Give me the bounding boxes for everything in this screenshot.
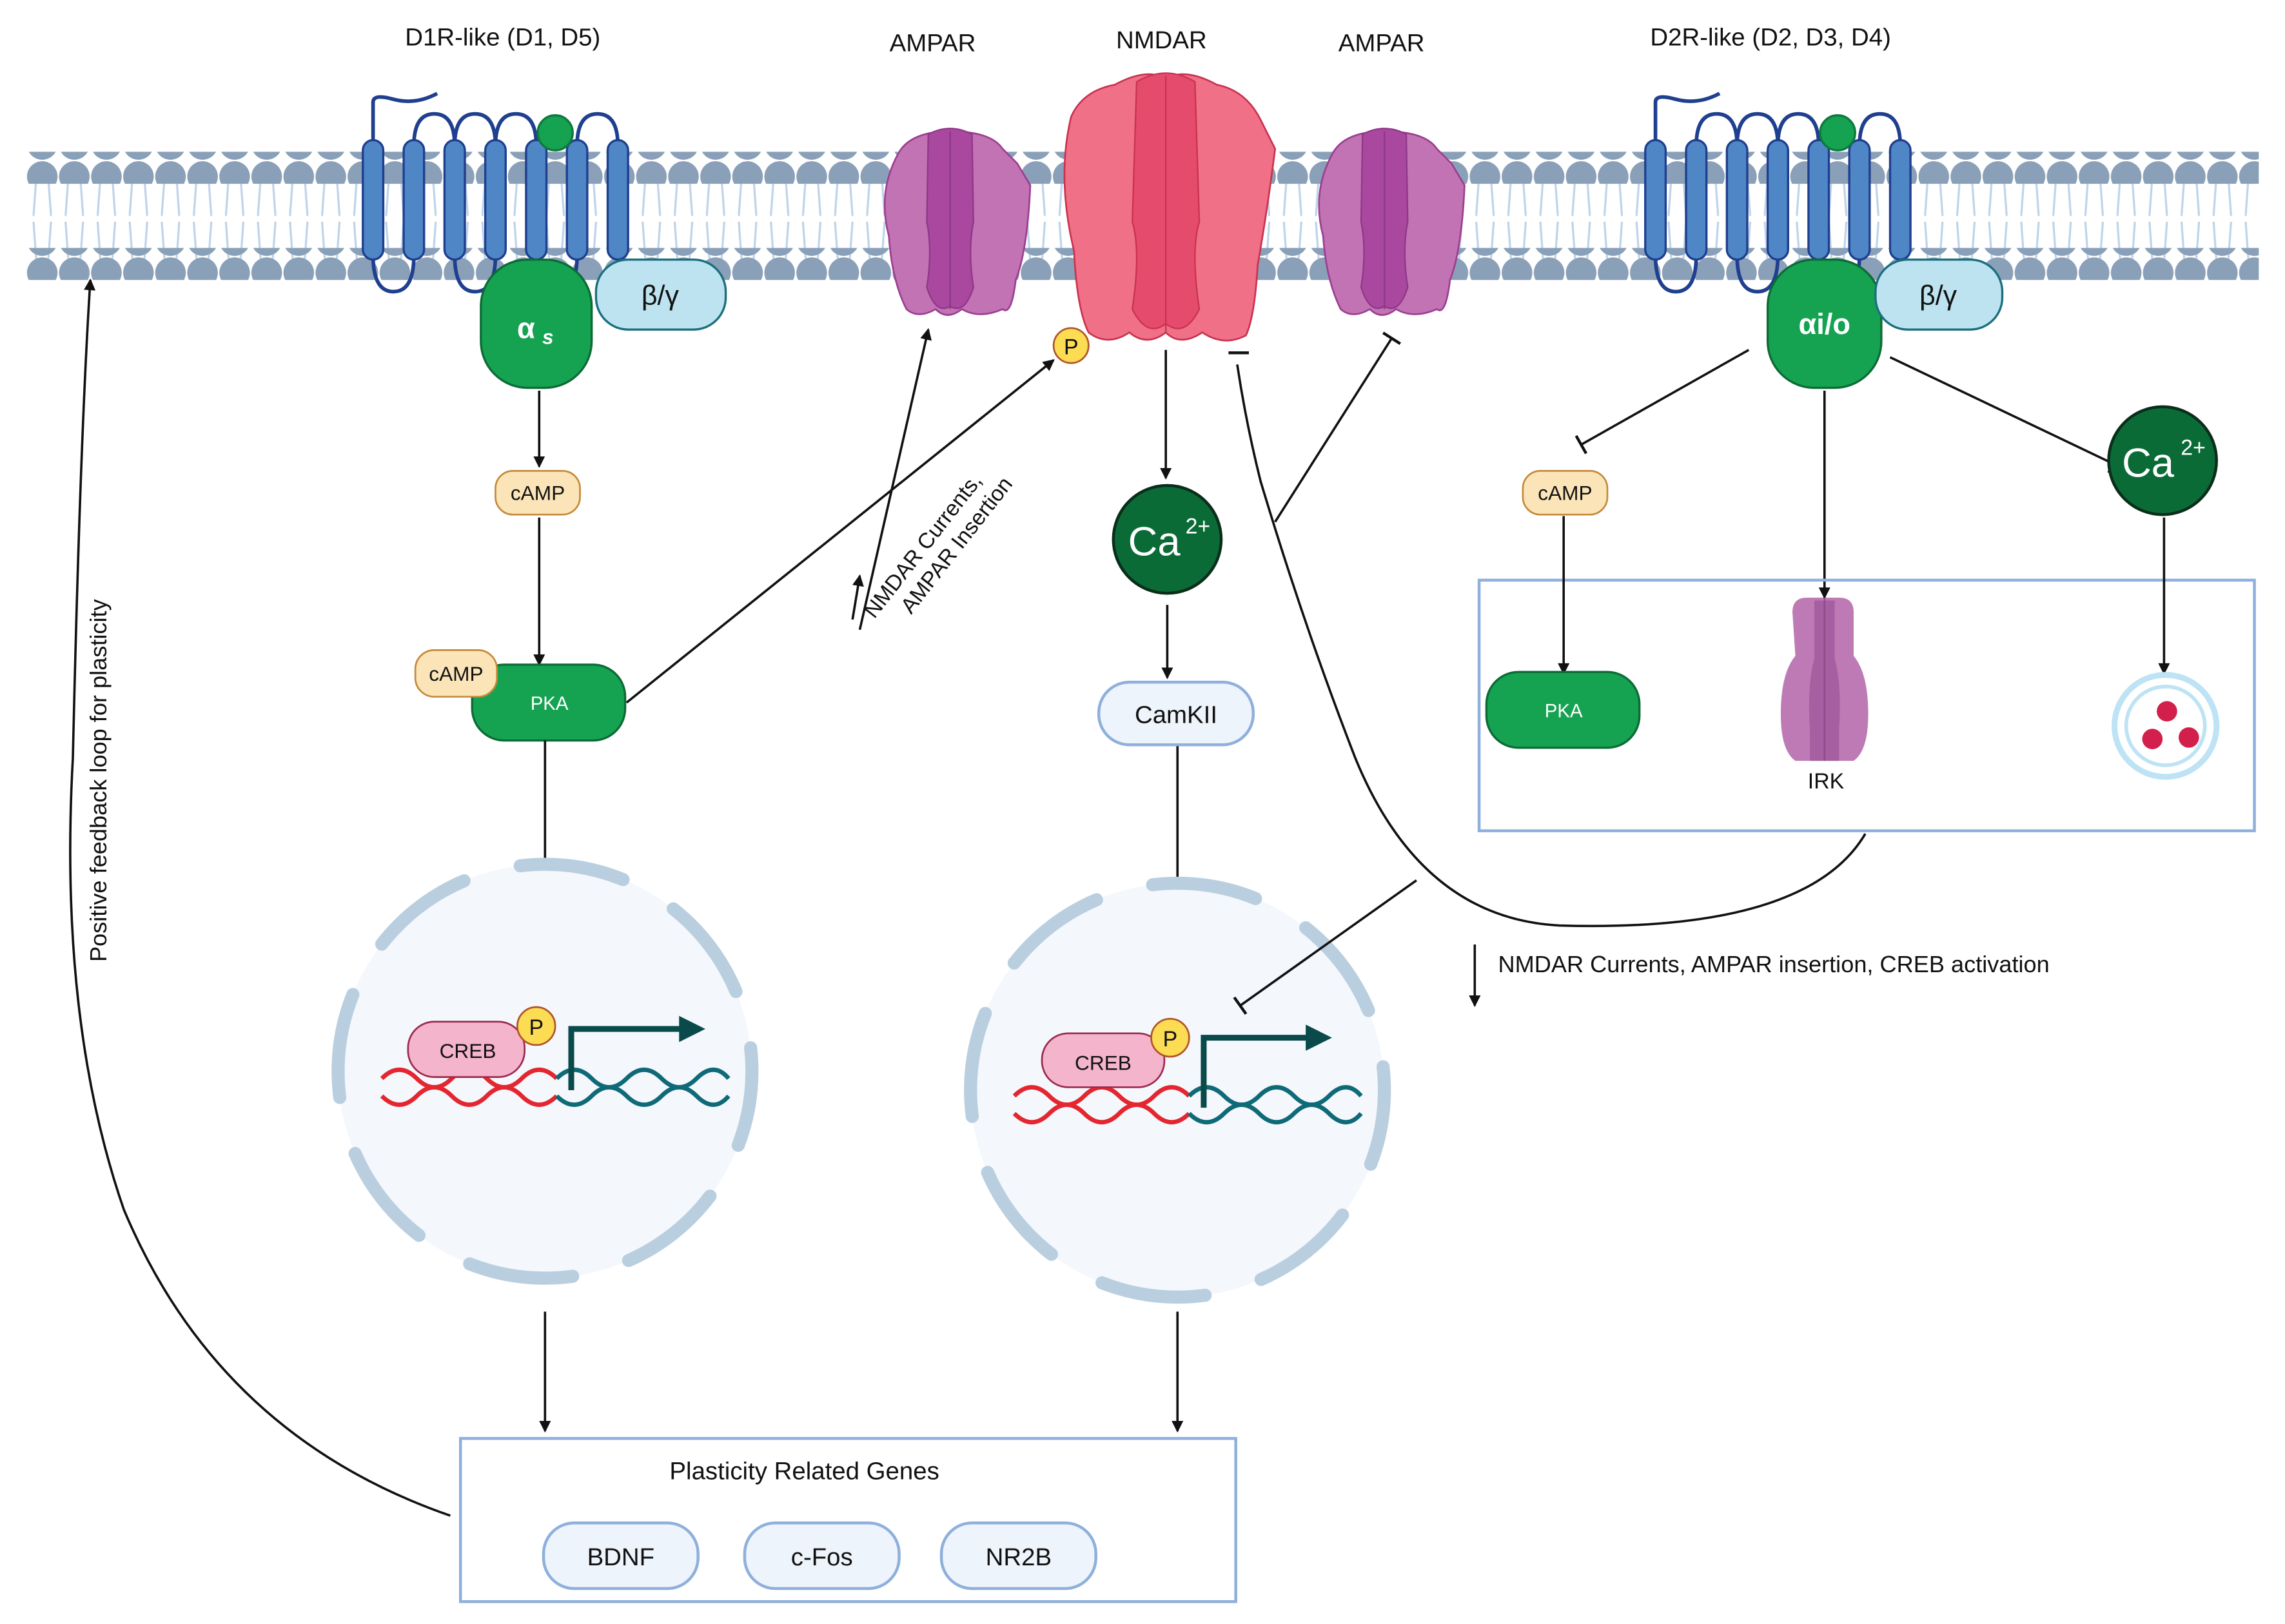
d1-receptor-label: D1R-like (D1, D5) [405, 23, 600, 51]
edge-gi-inhibits-camp [1574, 349, 1750, 455]
svg-text:CamKII: CamKII [1135, 701, 1217, 729]
svg-text:PKA: PKA [1545, 700, 1583, 721]
edge-d2-inhibits-creb [1233, 879, 1417, 1015]
d2-g-betagamma: β/γ [1874, 258, 2004, 331]
svg-text:s: s [542, 326, 554, 349]
d2-receptor-icon [1644, 92, 1912, 294]
nucleus-right: CREB P [964, 876, 1391, 1304]
svg-text:Ca: Ca [2122, 440, 2175, 485]
svg-text:P: P [529, 1015, 544, 1040]
nmdar-phospho-badge: P [1052, 327, 1090, 364]
d2-camp-node: cAMP [1522, 470, 1609, 516]
d2-pka-node: PKA [1485, 670, 1641, 749]
svg-text:αi/o: αi/o [1799, 308, 1850, 340]
svg-text:2+: 2+ [2181, 436, 2206, 460]
d1-g-betagamma: β/γ [594, 258, 727, 331]
svg-text:P: P [1064, 335, 1079, 360]
gene-nr2b: NR2B [939, 1521, 1097, 1590]
nmdar-label: NMDAR [1116, 26, 1207, 54]
transcription-start-arrow-icon [1201, 1035, 1309, 1108]
svg-text:PKA: PKA [531, 693, 569, 714]
d1-pka-node: PKA [471, 663, 627, 742]
svg-text:P: P [1163, 1027, 1178, 1052]
svg-text:β/γ: β/γ [642, 280, 680, 311]
ampar-left-channel-icon [883, 128, 1032, 316]
svg-text:β/γ: β/γ [1919, 280, 1957, 311]
d1-g-alpha-s: α s [480, 258, 593, 389]
edge-d2-inhibits-ampar [1274, 331, 1402, 523]
d1-camp-node: cAMP [495, 470, 581, 516]
camkii-node: CamKII [1097, 680, 1255, 747]
edge-pka-to-ampar [858, 328, 932, 631]
svg-text:cAMP: cAMP [429, 662, 483, 685]
edge-pka-to-nmdar-phospho [625, 359, 1055, 704]
nucleus-left: CREB P [331, 857, 759, 1285]
svg-text:IRK: IRK [1808, 769, 1845, 794]
edge-d2-inhibits-nmdar [1236, 364, 1867, 928]
d2-effects-box [1477, 578, 2256, 832]
d1-receptor-icon [362, 92, 629, 294]
svg-text:2+: 2+ [1186, 514, 1211, 539]
svg-text:c-Fos: c-Fos [791, 1543, 853, 1571]
edge-gi-inhibits-ca [1889, 356, 2119, 474]
irk-channel-icon: IRK [1780, 598, 1868, 794]
d2-effect-annotation: NMDAR Currents, AMPAR insertion, CREB ac… [1498, 951, 2049, 977]
genes-title: Plasticity Related Genes [669, 1457, 939, 1485]
svg-text:Ca: Ca [1128, 519, 1181, 564]
increase-arrow-icon [851, 574, 864, 620]
creb-right-label: CREB [1075, 1051, 1132, 1074]
d1-pka-camp-node: cAMP [414, 649, 498, 698]
svg-text:cAMP: cAMP [511, 482, 565, 505]
ampar-right-label: AMPAR [1339, 29, 1425, 57]
d2-receptor-label: D2R-like (D2, D3, D4) [1650, 23, 1890, 51]
svg-text:BDNF: BDNF [587, 1543, 655, 1571]
gene-bdnf: BDNF [542, 1521, 700, 1590]
svg-text:cAMP: cAMP [1538, 482, 1592, 505]
dopamine-ligand-icon [536, 114, 574, 152]
transcription-start-arrow-icon [568, 1026, 682, 1090]
svg-text:α: α [517, 312, 535, 345]
d2-ca-ion-node: Ca 2+ [2107, 405, 2219, 516]
vesicle-icon [2112, 672, 2220, 780]
ca-ion-node: Ca 2+ [1112, 484, 1223, 595]
d2-g-alpha-io: αi/o [1766, 258, 1883, 389]
svg-text:NR2B: NR2B [986, 1543, 1052, 1571]
nmdar-channel-icon [1063, 72, 1277, 342]
feedback-loop-label: Positive feedback loop for plasticity [85, 599, 112, 962]
gene-c-fos: c-Fos [743, 1521, 901, 1590]
feedback-loop-arrow [69, 279, 451, 1517]
ampar-right-channel-icon [1318, 128, 1466, 316]
plasticity-genes-box: Plasticity Related Genes BDNF c-Fos NR2B [458, 1436, 1237, 1603]
ampar-left-label: AMPAR [890, 29, 976, 57]
creb-left-label: CREB [440, 1039, 496, 1062]
d1-effect-annotation: NMDAR Currents, AMPAR Insertion [859, 469, 1017, 623]
